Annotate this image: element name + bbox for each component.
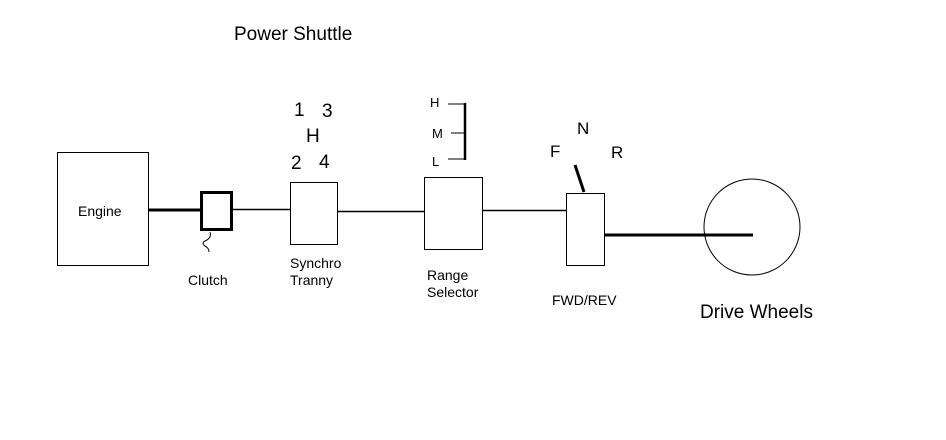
engine-label: Engine [78, 203, 122, 219]
range-position-bracket [448, 103, 467, 160]
fwd-rev-label: FWD/REV [552, 292, 617, 308]
gear-gate-label: H [306, 126, 320, 147]
synchro-tranny-box [290, 182, 338, 245]
range-mid-label: M [432, 126, 443, 141]
gear-1-label: 1 [294, 100, 305, 121]
clutch-box [200, 191, 233, 231]
range-label-line2: Selector [427, 284, 479, 300]
range-label-line1: Range [427, 267, 468, 283]
shuttle-forward-label: F [550, 142, 560, 161]
shuttle-lever [573, 164, 586, 193]
range-selector-box [424, 177, 483, 250]
fwd-rev-box [566, 193, 605, 266]
shuttle-reverse-label: R [611, 143, 623, 162]
gear-2-label: 2 [291, 153, 302, 174]
gear-4-label: 4 [319, 152, 330, 173]
shuttle-neutral-label: N [577, 119, 589, 138]
range-low-label: L [432, 154, 439, 169]
clutch-label: Clutch [188, 272, 228, 288]
synchro-label-line2: Tranny [290, 272, 333, 288]
range-high-label: H [430, 95, 439, 110]
synchro-label-line1: Synchro [290, 255, 342, 271]
drive-wheels-label: Drive Wheels [700, 302, 813, 323]
diagram-title: Power Shuttle [234, 24, 352, 45]
clutch-pedal-icon [202, 231, 211, 253]
drive-wheel [703, 178, 801, 276]
gear-3-label: 3 [322, 101, 333, 122]
